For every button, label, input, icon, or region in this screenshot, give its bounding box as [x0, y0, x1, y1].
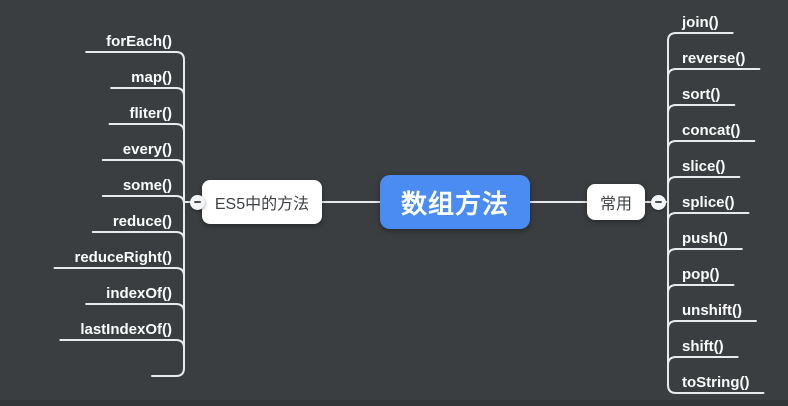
topic-common[interactable]: 常用	[587, 184, 645, 220]
subtopic-every[interactable]: every()	[123, 141, 172, 158]
subtopic-sort[interactable]: sort()	[682, 86, 720, 103]
subtopic-toString[interactable]: toString()	[682, 374, 749, 391]
minus-icon	[193, 201, 201, 203]
subtopic-unshift[interactable]: unshift()	[682, 302, 742, 319]
subtopic-pop[interactable]: pop()	[682, 266, 719, 283]
subtopic-concat[interactable]: concat()	[682, 122, 740, 139]
central-topic[interactable]: 数组方法	[380, 175, 530, 229]
collapse-button-left[interactable]	[189, 194, 205, 210]
subtopic-reduceRight[interactable]: reduceRight()	[75, 249, 173, 266]
subtopic-splice[interactable]: splice()	[682, 194, 735, 211]
minus-icon	[654, 201, 662, 203]
collapse-button-right[interactable]	[650, 194, 666, 210]
subtopic-reduce[interactable]: reduce()	[113, 213, 172, 230]
subtopic-indexOf[interactable]: indexOf()	[106, 285, 172, 302]
topic-es5-methods[interactable]: ES5中的方法	[202, 180, 322, 224]
subtopic-join[interactable]: join()	[681, 14, 719, 31]
subtopic-push[interactable]: push()	[682, 230, 728, 247]
subtopic-some[interactable]: some()	[123, 177, 172, 194]
subtopic-slice[interactable]: slice()	[682, 158, 725, 175]
subtopic-reverse[interactable]: reverse()	[682, 50, 745, 67]
branch-path	[53, 51, 185, 377]
subtopic-lastIndexOf[interactable]: lastIndexOf()	[80, 321, 172, 338]
subtopic-shift[interactable]: shift()	[682, 338, 724, 355]
subtopic-map[interactable]: map()	[131, 69, 172, 86]
branch-path	[667, 32, 765, 394]
subtopic-fliter[interactable]: fliter()	[130, 105, 173, 122]
subtopic-forEach[interactable]: forEach()	[106, 33, 172, 50]
